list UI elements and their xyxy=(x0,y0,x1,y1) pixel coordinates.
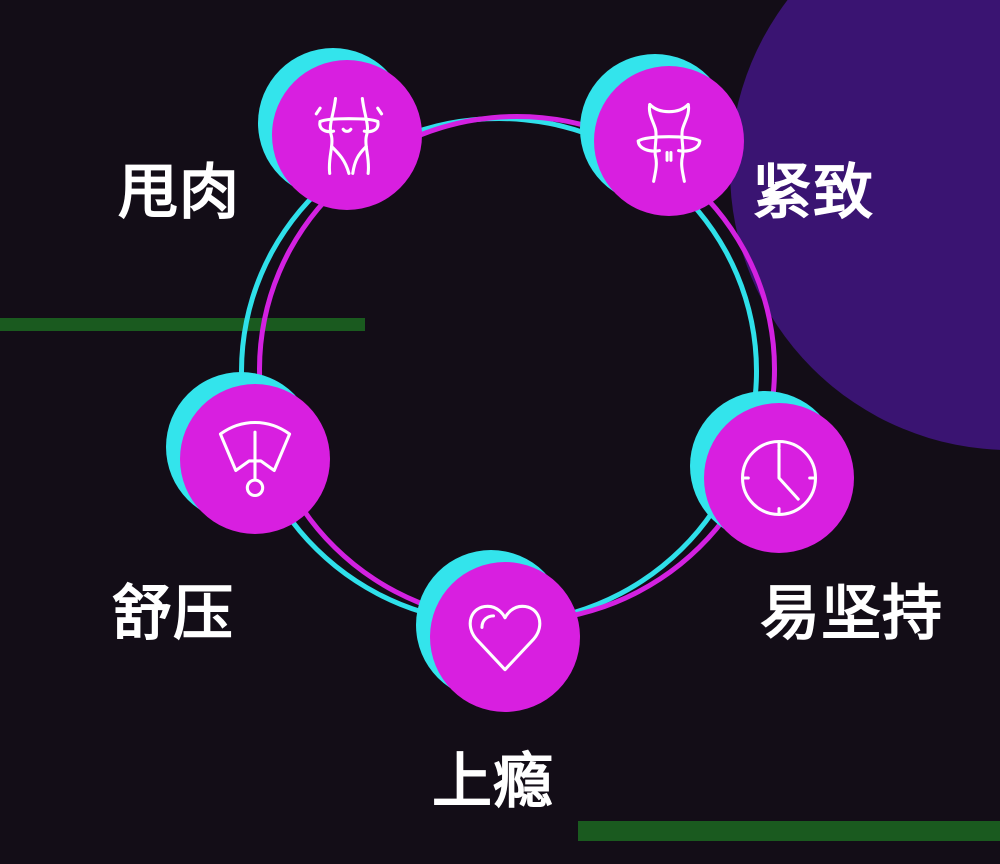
node-label-addictive: 上瘾 xyxy=(432,747,554,817)
scale-icon xyxy=(218,421,292,498)
node-label-easy-to-keep: 易坚持 xyxy=(760,579,943,649)
node-label-firming: 紧致 xyxy=(752,158,874,228)
node-disc xyxy=(704,403,854,553)
waist-shaping-icon xyxy=(314,96,384,175)
node-label-stress-relief: 舒压 xyxy=(112,579,234,649)
node-label-shed-fat: 甩肉 xyxy=(118,158,240,228)
cycle-node-easy-to-keep xyxy=(690,391,854,553)
node-disc xyxy=(594,66,744,216)
clock-icon xyxy=(740,439,818,517)
cycle-node-firming xyxy=(580,54,744,216)
cycle-node-addictive xyxy=(416,550,580,712)
node-disc xyxy=(430,562,580,712)
green-bar-bottom xyxy=(578,821,1000,841)
heart-icon xyxy=(468,604,542,672)
cycle-node-stress-relief xyxy=(166,372,330,534)
node-disc xyxy=(180,384,330,534)
node-disc xyxy=(272,60,422,210)
cycle-node-shed-fat xyxy=(258,48,422,210)
body-measuring-icon xyxy=(636,102,702,183)
